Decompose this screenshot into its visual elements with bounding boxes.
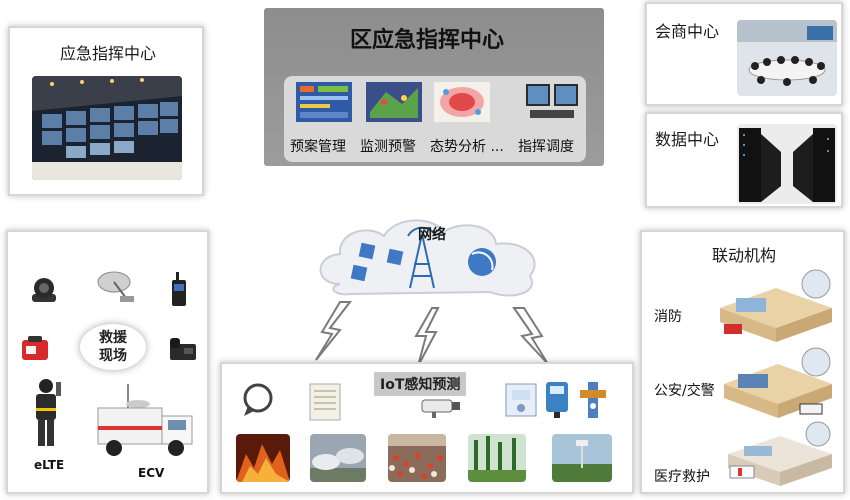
gas-detector-icon <box>546 382 568 418</box>
wireless-link-icon <box>512 307 549 365</box>
medical-rescue-label: 医疗救护 <box>654 469 710 485</box>
speech-bubble-sensor-icon <box>243 383 273 416</box>
linkage-agencies-panel: 联动机构 消防 公安/交警 医疗救护 <box>640 230 845 494</box>
module-label: 态势分析 ... <box>430 139 504 155</box>
video-conference-camera-icon <box>32 278 56 302</box>
radio-tower-icon <box>407 226 437 289</box>
network-cloud <box>319 219 536 297</box>
rescue-site-panel: 救援 现场 eLTE ECV <box>6 230 209 494</box>
fire-department-label: 消防 <box>654 309 682 325</box>
iot-title: IoT感知预测 <box>380 377 461 393</box>
forest-photo <box>468 434 526 482</box>
linkage-title: 联动机构 <box>712 246 777 265</box>
monitoring-station-photo <box>552 434 612 482</box>
desk-phone-icon <box>170 338 196 360</box>
meeting-room-image <box>737 20 837 96</box>
firefighter-icon <box>36 379 61 446</box>
iot-title-tag: IoT感知预测 <box>374 372 467 396</box>
wireless-link-icon <box>414 307 440 367</box>
wireless-link-icon <box>315 301 353 361</box>
module-label: 预案管理 <box>290 139 346 155</box>
module-label: 监测预警 <box>360 139 416 155</box>
module-label: 指挥调度 <box>518 139 574 155</box>
emergency-command-center-panel: 应急指挥中心 <box>8 26 204 196</box>
handheld-radio-icon <box>172 272 186 306</box>
crowd-gathering-photo <box>388 434 446 482</box>
ecv-label: ECV <box>138 466 165 480</box>
detector-device-icon <box>505 383 537 417</box>
network-switch-icons <box>350 242 404 282</box>
sensor-panel-icon <box>309 383 341 421</box>
monitoring-warning-map-icon <box>366 82 422 122</box>
module-plan-management[interactable]: 预案管理 <box>290 82 358 162</box>
emergency-communication-vehicle-icon <box>97 384 193 456</box>
plan-management-screen-icon <box>296 82 352 122</box>
server-room-image <box>737 124 837 204</box>
portable-generator-icon <box>22 336 48 360</box>
police-building-icon <box>724 347 832 418</box>
surveillance-camera-icon <box>421 399 460 418</box>
situation-analysis-heatmap-icon <box>434 82 490 122</box>
storage-tanks-photo <box>310 434 366 482</box>
satellite-dish-network-icon <box>468 248 496 276</box>
network-title: 网络 <box>418 227 446 243</box>
panel-title: 会商中心 <box>655 22 720 41</box>
meeting-center-panel: 会商中心 <box>645 2 843 106</box>
rescue-site-label-bubble: 救援 现场 <box>80 324 146 370</box>
level-sensor-icon <box>580 382 606 418</box>
district-command-center-panel: 区应急指挥中心 预案管理 监测预警 态势分析 ... <box>264 8 604 166</box>
module-command-dispatch[interactable]: 指挥调度 <box>518 82 586 162</box>
forest-fire-photo <box>236 434 290 482</box>
command-center-screen-wall-image <box>32 76 182 180</box>
data-center-panel: 数据中心 <box>645 112 843 208</box>
rescue-site-title-line2: 现场 <box>99 348 127 364</box>
module-monitoring-warning[interactable]: 监测预警 <box>360 82 428 162</box>
iot-sensing-panel: IoT感知预测 <box>220 362 634 494</box>
satellite-dish-icon <box>97 271 134 302</box>
panel-title: 应急指挥中心 <box>60 44 157 63</box>
elte-label: eLTE <box>34 458 65 472</box>
fire-department-building-icon <box>720 269 832 342</box>
district-center-title: 区应急指挥中心 <box>350 28 505 53</box>
command-dispatch-console-icon <box>526 84 578 118</box>
panel-title: 数据中心 <box>655 130 720 149</box>
rescue-site-title-line1: 救援 <box>99 330 127 346</box>
medical-building-icon <box>728 421 832 486</box>
police-traffic-label: 公安/交警 <box>654 383 715 399</box>
module-situation-analysis[interactable]: 态势分析 ... <box>430 82 514 162</box>
